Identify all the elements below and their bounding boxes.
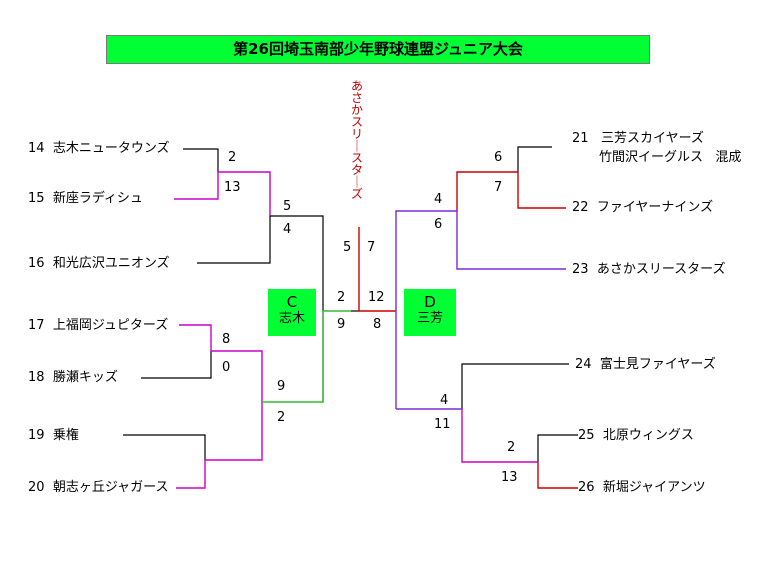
tournament-title: 第26回埼玉南部少年野球連盟ジュニア大会 [106, 35, 650, 64]
line-team23 [456, 211, 566, 270]
champion-char: タ [350, 163, 363, 177]
team-18: 18 勝瀬キッズ [28, 370, 118, 385]
score: 4 [440, 393, 449, 408]
score: 12 [368, 290, 385, 305]
line-r1-19-20 [205, 401, 263, 461]
team-25: 25 北原ウィングス [578, 428, 694, 443]
line-team26 [537, 462, 578, 489]
block-c-label: C [286, 293, 298, 311]
champion-char: か [350, 103, 363, 117]
score: 2 [277, 410, 286, 425]
block-c-winner: 志木 [278, 311, 305, 326]
champion-char: ス [350, 151, 363, 165]
line-team18 [141, 351, 212, 379]
score: 7 [367, 240, 376, 255]
team-22: 22 ファイヤーナインズ [572, 200, 714, 215]
score: 8 [222, 332, 231, 347]
score: 11 [434, 417, 451, 432]
champion-char: ス [350, 115, 363, 129]
score: 7 [494, 180, 503, 195]
line-r2-bottom [262, 310, 351, 403]
line-r1-25-26 [461, 409, 538, 463]
line-r1-21-22 [456, 171, 518, 211]
score: 2 [228, 150, 237, 165]
block-c-box: C 志木 [268, 289, 316, 336]
champion-char: ｜ [350, 139, 363, 153]
score: 6 [434, 217, 443, 232]
line-r1-17-18 [211, 350, 263, 401]
line-team14 [183, 148, 219, 172]
line-team25 [537, 434, 578, 462]
score: 4 [283, 222, 292, 237]
champion-char: ズ [350, 187, 363, 201]
team-17: 17 上福岡ジュピターズ [28, 318, 169, 333]
score: 6 [494, 150, 503, 165]
block-d-label: D [424, 293, 436, 311]
line-team20 [176, 460, 206, 489]
score: 13 [501, 470, 518, 485]
champion-char: ｜ [350, 175, 363, 189]
team-26: 26 新堀ジャイアンツ [578, 480, 706, 495]
champion-char: リ [350, 127, 363, 141]
score: 13 [224, 180, 241, 195]
block-d-winner: 三芳 [416, 311, 443, 326]
team-15: 15 新座ラディシュ [28, 191, 143, 206]
score: 5 [283, 199, 292, 214]
score: 0 [222, 360, 231, 375]
line-team22 [517, 172, 566, 209]
line-team15 [174, 172, 219, 200]
score: 2 [507, 440, 516, 455]
champion-vertical-label: あさかスリ｜スタ｜ズ [349, 80, 365, 200]
score: 5 [343, 240, 352, 255]
score: 9 [277, 379, 286, 394]
team-21-partner: 竹間沢イーグルス 混成 [599, 150, 742, 165]
team-19: 19 乗権 [28, 428, 79, 443]
team-24: 24 富士見ファイヤーズ [575, 357, 716, 372]
team-21: 21 三芳スカイヤーズ [572, 131, 704, 146]
team-14: 14 志木ニュータウンズ [28, 141, 170, 156]
line-team24 [461, 363, 569, 409]
line-team17 [179, 324, 212, 351]
line-team21 [517, 146, 552, 172]
score: 9 [337, 317, 346, 332]
score: 8 [373, 317, 382, 332]
team-20: 20 朝志ヶ丘ジャガース [28, 480, 169, 495]
score: 4 [434, 192, 443, 207]
champion-char: さ [350, 91, 363, 105]
line-r1-14-15 [218, 171, 271, 216]
block-d-box: D 三芳 [404, 289, 456, 336]
team-23: 23 あさかスリースターズ [572, 262, 726, 277]
line-team16 [197, 216, 271, 264]
team-16: 16 和光広沢ユニオンズ [28, 256, 170, 271]
score: 2 [337, 290, 346, 305]
champion-char: あ [350, 79, 363, 93]
line-r2-d-top [395, 210, 457, 311]
line-team19 [123, 434, 206, 460]
